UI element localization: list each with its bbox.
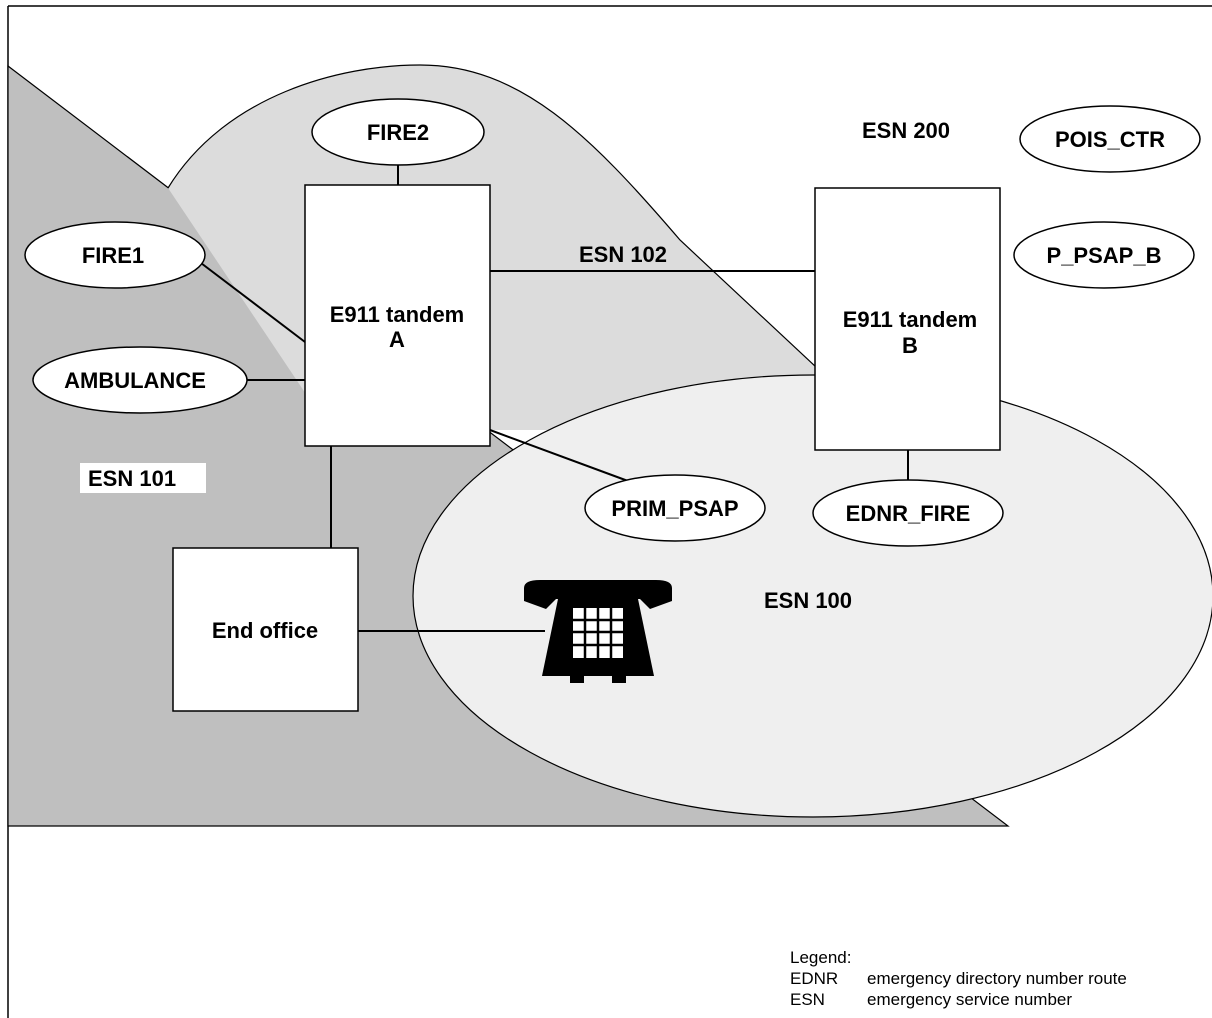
legend: Legend: EDNR emergency directory number …: [790, 948, 1127, 1009]
esn102-label: ESN 102: [579, 242, 667, 267]
esn200-label: ESN 200: [862, 118, 950, 143]
fire1-node: [24, 221, 206, 289]
end-office-label: End office: [212, 618, 318, 643]
region-esn200-outline: [167, 64, 863, 411]
ambulance-label: AMBULANCE: [64, 368, 206, 393]
connections: [196, 165, 909, 632]
fire2-node: [311, 98, 485, 166]
telephone-icon: [524, 580, 672, 683]
legend-meaning-esn: emergency service number: [867, 990, 1072, 1009]
tandem-a-box: [304, 184, 491, 447]
telephone-keypad-grid: [573, 608, 623, 658]
legend-abbr-esn: ESN: [790, 990, 825, 1009]
legend-meaning-ednr: emergency directory number route: [867, 969, 1127, 988]
prim-psap-node: [584, 474, 766, 542]
fire1-label: FIRE1: [82, 243, 144, 268]
telephone-handset: [524, 580, 672, 609]
ednr-fire-label: EDNR_FIRE: [846, 501, 971, 526]
p-psap-b-node: [1013, 221, 1195, 289]
legend-title: Legend:: [790, 948, 851, 967]
tandem-a-label-line1: E911 tandem: [330, 302, 465, 327]
ambulance-node: [32, 346, 248, 414]
p-psap-b-label: P_PSAP_B: [1047, 243, 1162, 268]
esn101-label: ESN 101: [88, 466, 176, 491]
tandem-b-box: [814, 187, 1001, 451]
link-tandem-a-prim-psap: [489, 429, 629, 482]
tandem-b-label-line1: E911 tandem: [843, 307, 978, 332]
tandem-b-label-line2: B: [902, 333, 918, 358]
pois-ctr-label: POIS_CTR: [1055, 127, 1165, 152]
legend-abbr-ednr: EDNR: [790, 969, 838, 988]
tandem-a-label-line2: A: [389, 327, 405, 352]
esn101-label-background: [80, 463, 206, 493]
end-office-box: [172, 547, 359, 712]
fire2-label: FIRE2: [367, 120, 429, 145]
ednr-fire-node: [812, 479, 1004, 547]
link-fire1-tandem-a: [196, 259, 306, 343]
prim-psap-label: PRIM_PSAP: [611, 496, 738, 521]
esn100-label: ESN 100: [764, 588, 852, 613]
pois-ctr-node: [1019, 105, 1201, 173]
telephone-foot-right: [612, 676, 626, 683]
telephone-foot-left: [570, 676, 584, 683]
